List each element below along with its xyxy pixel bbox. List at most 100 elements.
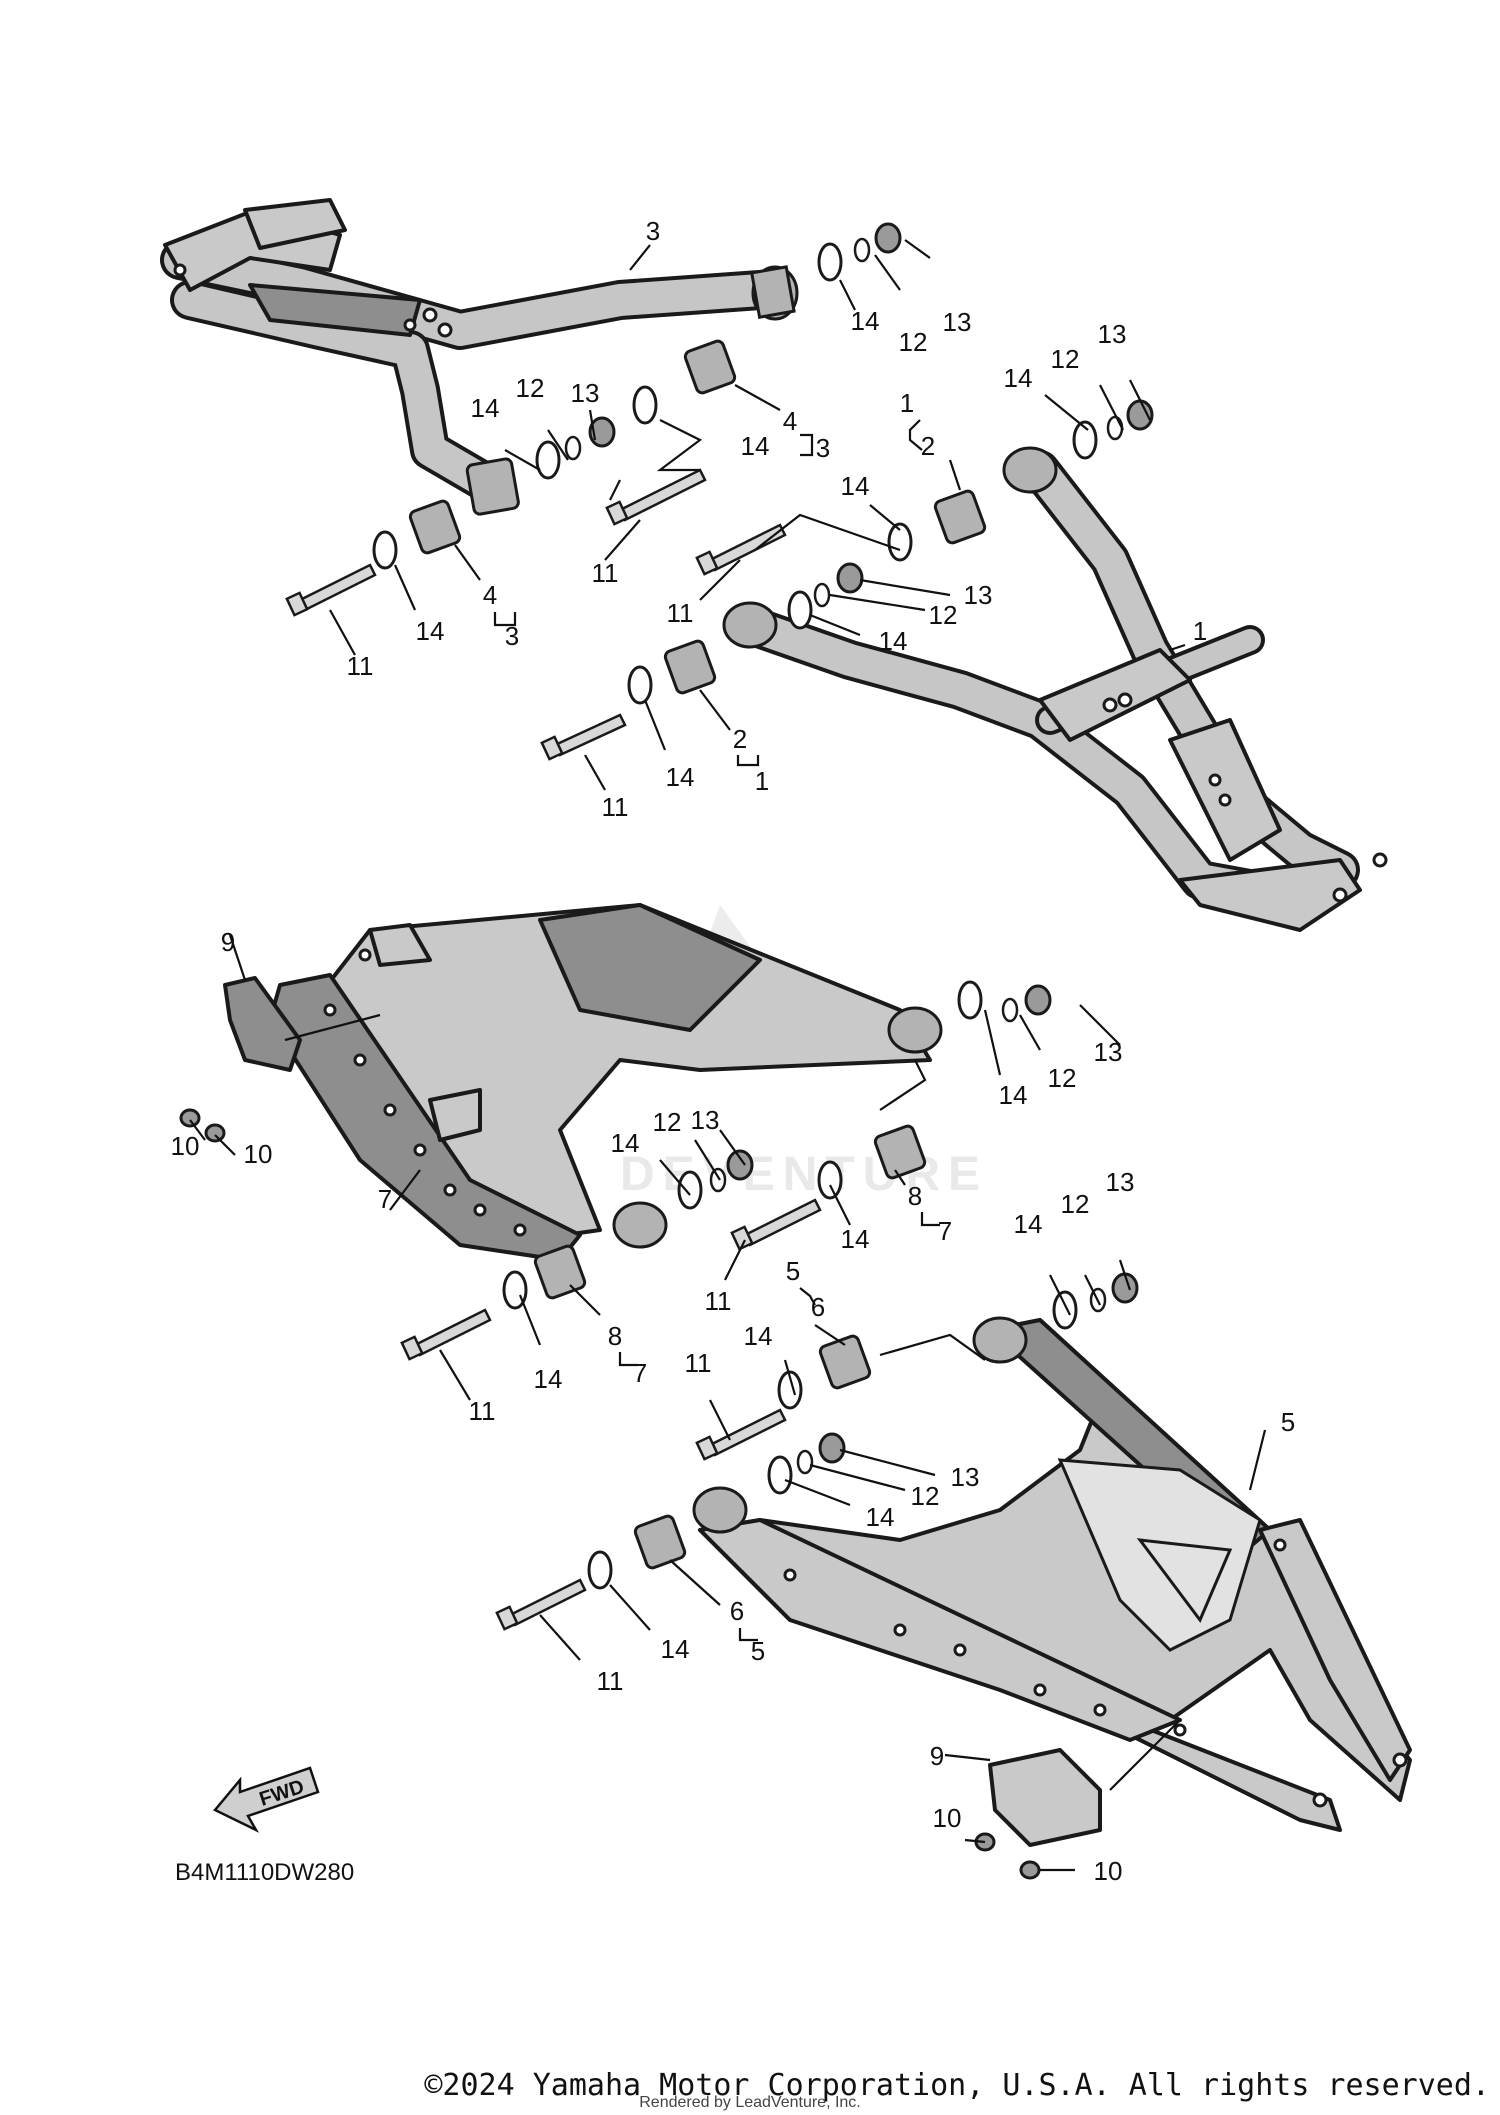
callout-7: 7 <box>938 1216 952 1246</box>
guard-9-right <box>988 1748 1102 1847</box>
callout-12: 12 <box>911 1481 940 1511</box>
bolt-11g <box>695 1408 787 1461</box>
callout-14: 14 <box>851 306 880 336</box>
callout-14: 14 <box>1014 1209 1043 1239</box>
callout-11: 11 <box>347 651 374 681</box>
nuts-13 <box>588 222 1154 1464</box>
callout-12: 12 <box>516 373 545 403</box>
callout-14: 14 <box>879 626 908 656</box>
callout-1: 1 <box>900 388 914 418</box>
bushing-8b <box>533 1244 587 1300</box>
callout-6: 6 <box>730 1596 744 1626</box>
callout-11: 11 <box>705 1286 732 1316</box>
callout-5: 5 <box>751 1636 765 1666</box>
callout-2: 2 <box>921 431 935 461</box>
arm5-pivot-bottom <box>692 1486 748 1534</box>
callout-11: 11 <box>597 1666 624 1696</box>
arm5-pivot-top <box>972 1316 1028 1364</box>
guard-9-left <box>223 976 302 1072</box>
callout-6: 6 <box>811 1292 825 1322</box>
watermark-text: DEVENTURE <box>620 1148 988 1201</box>
bushing-4a <box>683 339 737 395</box>
callout-labels: 3 13 12 14 13 12 14 4 3 14 4 3 14 11 11 … <box>171 216 1296 1886</box>
lower-arm-1 <box>730 450 1388 932</box>
bushing-6a <box>818 1334 872 1390</box>
arm3-pivot-right <box>750 265 799 321</box>
arm7-pivot-right <box>887 1006 943 1054</box>
bolt-11h <box>495 1578 587 1631</box>
callout-14: 14 <box>416 616 445 646</box>
fwd-arrow-icon: FWD <box>213 1766 320 1833</box>
callout-9: 9 <box>930 1741 944 1771</box>
callout-13: 13 <box>1098 319 1127 349</box>
callout-14: 14 <box>666 762 695 792</box>
callout-14: 14 <box>866 1502 895 1532</box>
callout-11: 11 <box>602 792 629 822</box>
callout-1: 1 <box>1193 616 1207 646</box>
rendered-by-text: Rendered by LeadVenture, Inc. <box>639 2094 861 2111</box>
upper-arm-3 <box>160 198 780 505</box>
callout-10: 10 <box>171 1131 200 1161</box>
bolt-11d <box>540 713 627 761</box>
bushing-8a <box>873 1124 927 1180</box>
callout-13: 13 <box>691 1105 720 1135</box>
arm1-pivot-bottom <box>722 601 778 649</box>
callout-13: 13 <box>943 307 972 337</box>
callout-9: 9 <box>221 927 235 957</box>
callout-1: 1 <box>755 766 769 796</box>
callout-5: 5 <box>786 1256 800 1286</box>
diagram-code: B4M1110DW280 <box>175 1859 354 1886</box>
callout-10: 10 <box>933 1803 962 1833</box>
callout-4: 4 <box>483 580 497 610</box>
callout-14: 14 <box>661 1634 690 1664</box>
callout-10: 10 <box>244 1139 273 1169</box>
washers-12 <box>564 237 1124 1475</box>
callout-11: 11 <box>667 598 694 628</box>
arm1-pivot-top <box>1002 446 1058 494</box>
callout-13: 13 <box>1106 1167 1135 1197</box>
arm-7 <box>268 903 932 1262</box>
callout-7: 7 <box>633 1358 647 1388</box>
callout-13: 13 <box>964 580 993 610</box>
callout-14: 14 <box>534 1364 563 1394</box>
copyright-text: ©2024 Yamaha Motor Corporation, U.S.A. A… <box>424 2068 1490 2103</box>
bolt-11c <box>695 523 787 576</box>
callout-2: 2 <box>733 724 747 754</box>
callout-3: 3 <box>816 433 830 463</box>
callout-14: 14 <box>471 393 500 423</box>
callout-13: 13 <box>571 378 600 408</box>
callout-14: 14 <box>1004 363 1033 393</box>
callout-8: 8 <box>908 1181 922 1211</box>
callout-10: 10 <box>1094 1856 1123 1886</box>
bolt-11e <box>730 1198 822 1251</box>
bolts-10 <box>179 1108 1041 1880</box>
bolt-11b <box>605 468 707 526</box>
bushing-2b <box>663 639 717 695</box>
bolt-11f <box>400 1308 492 1361</box>
bushing-4b <box>408 499 462 555</box>
callout-12: 12 <box>1048 1063 1077 1093</box>
callout-11: 11 <box>469 1396 496 1426</box>
arm7-pivot-left <box>612 1201 668 1249</box>
callout-14: 14 <box>841 471 870 501</box>
arm3-pivot-left <box>465 457 520 516</box>
callout-12: 12 <box>899 327 928 357</box>
washers-14 <box>372 242 1098 1590</box>
bolt-11a <box>285 563 377 617</box>
callout-5: 5 <box>1281 1407 1295 1437</box>
bushing-6b <box>633 1514 687 1570</box>
callout-11: 11 <box>592 558 619 588</box>
callout-14: 14 <box>741 431 770 461</box>
callout-12: 12 <box>653 1107 682 1137</box>
callout-4: 4 <box>783 406 797 436</box>
callout-14: 14 <box>611 1128 640 1158</box>
callout-12: 12 <box>929 600 958 630</box>
bushing-2a <box>933 489 987 545</box>
callout-12: 12 <box>1061 1189 1090 1219</box>
arm-5 <box>698 1318 1412 1832</box>
callout-8: 8 <box>608 1321 622 1351</box>
callout-14: 14 <box>744 1321 773 1351</box>
callout-13: 13 <box>1094 1037 1123 1067</box>
callout-7: 7 <box>378 1184 392 1214</box>
